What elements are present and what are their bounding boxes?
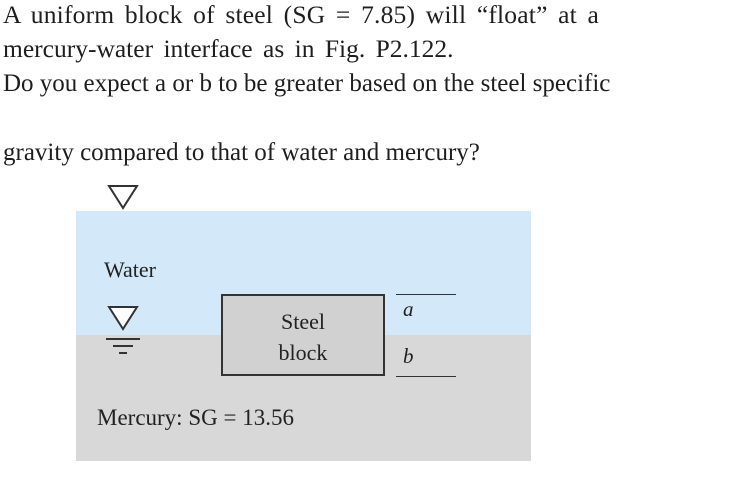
question-line-1: A uniform block of steel (SG = 7.85) wil… [3,0,600,29]
question-line-2: mercury-water interface as in Fig. P2.12… [3,34,454,63]
steel-block: Steel block [221,294,385,376]
dimension-line-bottom [396,376,456,377]
dimension-b-label: b [403,344,414,368]
figure-p2-122: Water Mercury: SG = 13.56 Steel block a … [76,211,531,461]
dimension-line-top [396,294,456,295]
dimension-a-label: a [403,297,414,321]
interface-surface-icon [106,306,140,354]
water-label: Water [104,257,156,282]
block-label-steel: Steel [281,309,325,334]
mercury-label: Mercury: SG = 13.56 [97,405,294,430]
question-line-4: gravity compared to that of water and me… [3,139,480,166]
block-label-block: block [278,340,328,365]
question-line-3: Do you expect a or b to be greater based… [3,70,611,97]
